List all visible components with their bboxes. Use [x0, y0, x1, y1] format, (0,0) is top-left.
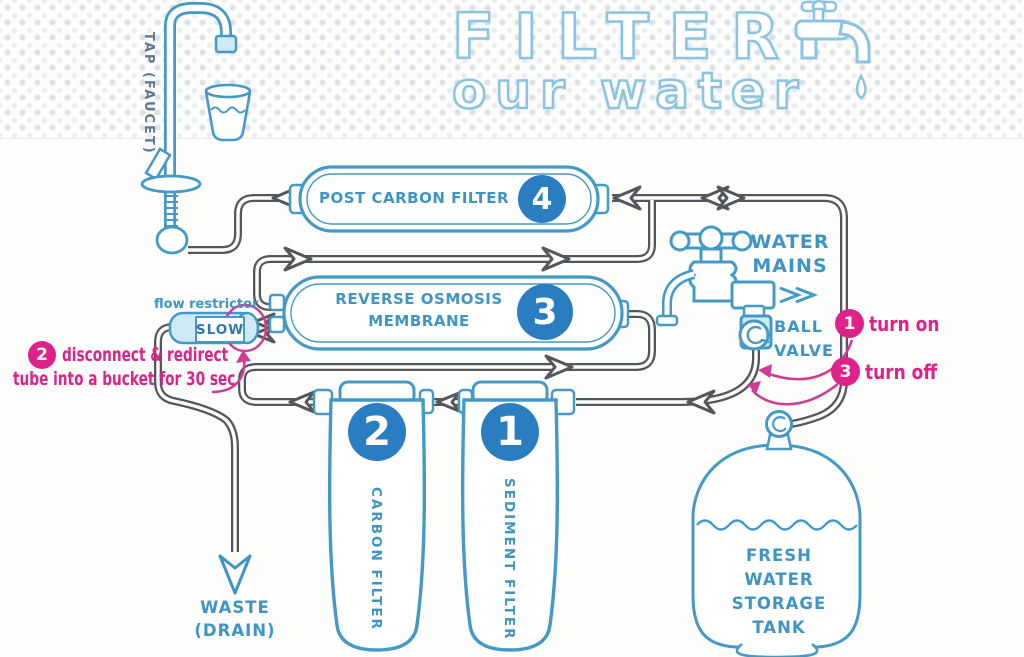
tank-label-line1: FRESH — [746, 546, 812, 565]
step-1-badge: 1 — [835, 309, 864, 338]
flow-restrictor-slow-tag: SLOW — [195, 316, 245, 343]
ball-valve — [738, 314, 773, 351]
water-mains-faucet — [655, 225, 819, 327]
tank-valve — [765, 410, 793, 438]
waste-arrow-icon — [218, 554, 252, 595]
tank-water-line — [696, 519, 858, 531]
ro-membrane-label-line2: MEMBRANE — [368, 312, 470, 330]
step-3-text: turn off — [865, 360, 938, 384]
flow-arrowheads — [252, 185, 746, 415]
stage-1-badge: 1 — [481, 403, 539, 461]
water-mains-label-line2: MAINS — [752, 255, 828, 277]
sediment-filter-canister — [460, 380, 560, 652]
tank-base — [735, 642, 819, 657]
waste-label-line1: WASTE — [200, 598, 270, 617]
carbon-filter-label: CARBON FILTER — [368, 487, 384, 631]
stage-4-badge: 4 — [518, 175, 566, 223]
tank-label-line3: STORAGE — [731, 594, 827, 613]
pink-annotations — [211, 303, 854, 406]
step-2-text-line2: tube into a bucket for 30 sec — [13, 368, 236, 390]
supply-direction-chevrons — [779, 286, 819, 304]
carbon-filter-canister — [327, 380, 427, 652]
tank-label-line4: TANK — [752, 618, 806, 637]
tap-threads — [164, 195, 178, 227]
water-mains-label-line1: WATER — [750, 231, 830, 253]
step-1-text: turn on — [869, 312, 940, 336]
flow-restrictor-label: flow restrictor — [154, 297, 259, 312]
waste-label-line2: (DRAIN) — [194, 621, 276, 640]
step-2-badge: 2 — [28, 341, 56, 369]
logo-faucet-icon — [794, 0, 871, 100]
water-glass — [204, 83, 252, 142]
tap-faucet — [140, 1, 238, 255]
ro-membrane-label-line1: REVERSE OSMOSIS — [335, 290, 503, 308]
post-carbon-filter-label: POST CARBON FILTER — [318, 189, 510, 207]
ball-valve-label-line2: VALVE — [774, 341, 834, 360]
tap-flange — [140, 174, 202, 194]
logo-title-line1: FILTER — [451, 0, 800, 74]
tap-ball-fitting — [155, 225, 189, 255]
pipe-lines — [154, 194, 848, 552]
step-2-text-line1: disconnect & redirect — [62, 344, 229, 366]
sediment-filter-label: SEDIMENT FILTER — [501, 478, 517, 641]
logo-water-drop-icon — [855, 73, 867, 100]
stage-2-badge: 2 — [348, 403, 406, 461]
tap-spout-tip — [214, 34, 238, 54]
stage-3-badge: 3 — [517, 284, 573, 340]
tank-label-line2: WATER — [744, 570, 814, 589]
storage-tank — [691, 410, 862, 657]
step-3-badge: 3 — [831, 357, 860, 386]
tap-label: TAP (FAUCET) — [141, 32, 156, 155]
ball-valve-label-line1: BALL — [774, 317, 823, 336]
logo-title-line2: our water — [451, 61, 808, 122]
